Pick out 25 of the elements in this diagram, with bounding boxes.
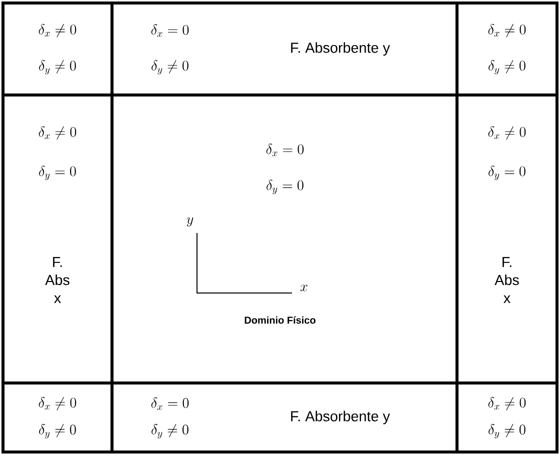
condition-formula: $\delta_y \neq 0$ [152, 424, 188, 438]
region-label: F. Absorbente y [291, 410, 390, 424]
condition-formula: $\delta_x = 0$ [151, 24, 189, 37]
region-label: F. Abs x [45, 257, 70, 303]
condition-formula: $\delta_y = 0$ [39, 166, 76, 180]
condition-formula: $\delta_x \neq 0$ [38, 24, 76, 38]
condition-formula: $\delta_x \neq 0$ [488, 126, 526, 140]
region-label: Dominio Físico [244, 316, 316, 324]
condition-formula: $\delta_y \neq 0$ [39, 424, 76, 438]
condition-formula: $\delta_y \neq 0$ [39, 60, 76, 75]
region-label: F. Abs x [494, 257, 519, 303]
condition-formula: $\delta_x = 0$ [151, 397, 189, 410]
condition-formula: $\delta_x \neq 0$ [38, 126, 76, 140]
condition-formula: $\delta_y \neq 0$ [152, 60, 188, 75]
condition-formula: $\delta_y \neq 0$ [488, 424, 526, 438]
axis-label: $y$ [186, 217, 194, 227]
condition-formula: $\delta_y = 0$ [488, 166, 526, 180]
region-label: F. Absorbente y [291, 42, 390, 56]
condition-formula: $\delta_y = 0$ [266, 180, 304, 194]
condition-formula: $\delta_y \neq 0$ [488, 60, 526, 75]
axis-label: $x$ [300, 284, 308, 292]
condition-formula: $\delta_x = 0$ [266, 144, 304, 156]
condition-formula: $\delta_x \neq 0$ [488, 24, 526, 38]
condition-formula: $\delta_x \neq 0$ [488, 396, 526, 410]
condition-formula: $\delta_x \neq 0$ [38, 396, 76, 410]
